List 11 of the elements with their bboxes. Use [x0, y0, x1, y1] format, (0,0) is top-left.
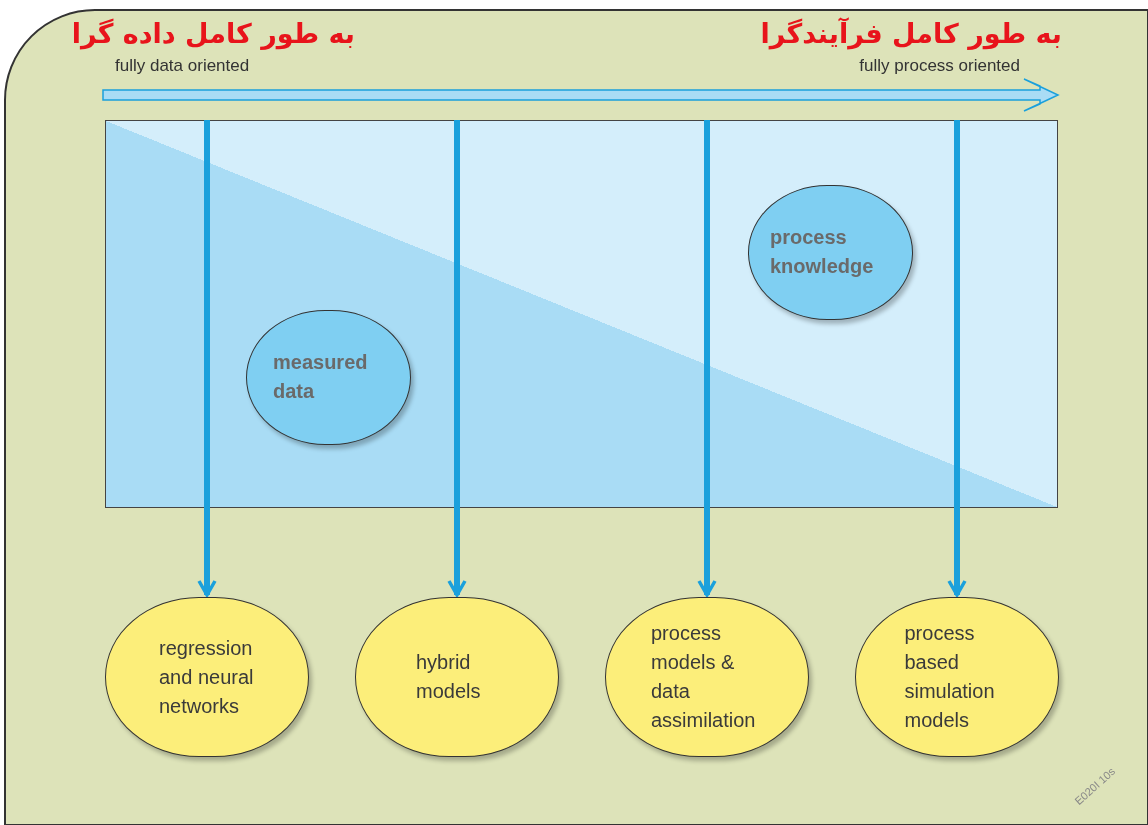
heading: به طور کامل فرآیندگرا [760, 18, 1062, 49]
arrow [947, 120, 967, 597]
arrow [697, 120, 717, 597]
subtitle: fully data oriented [115, 56, 250, 76]
arrow [197, 120, 217, 597]
arrow [447, 120, 467, 597]
panel [105, 120, 1058, 508]
knowledge-bubble: process knowledge [747, 184, 913, 320]
heading: به طور کامل داده گرا [71, 18, 355, 49]
subtitle: fully process oriented [859, 56, 1020, 76]
knowledge-bubble: measured data [245, 309, 411, 445]
